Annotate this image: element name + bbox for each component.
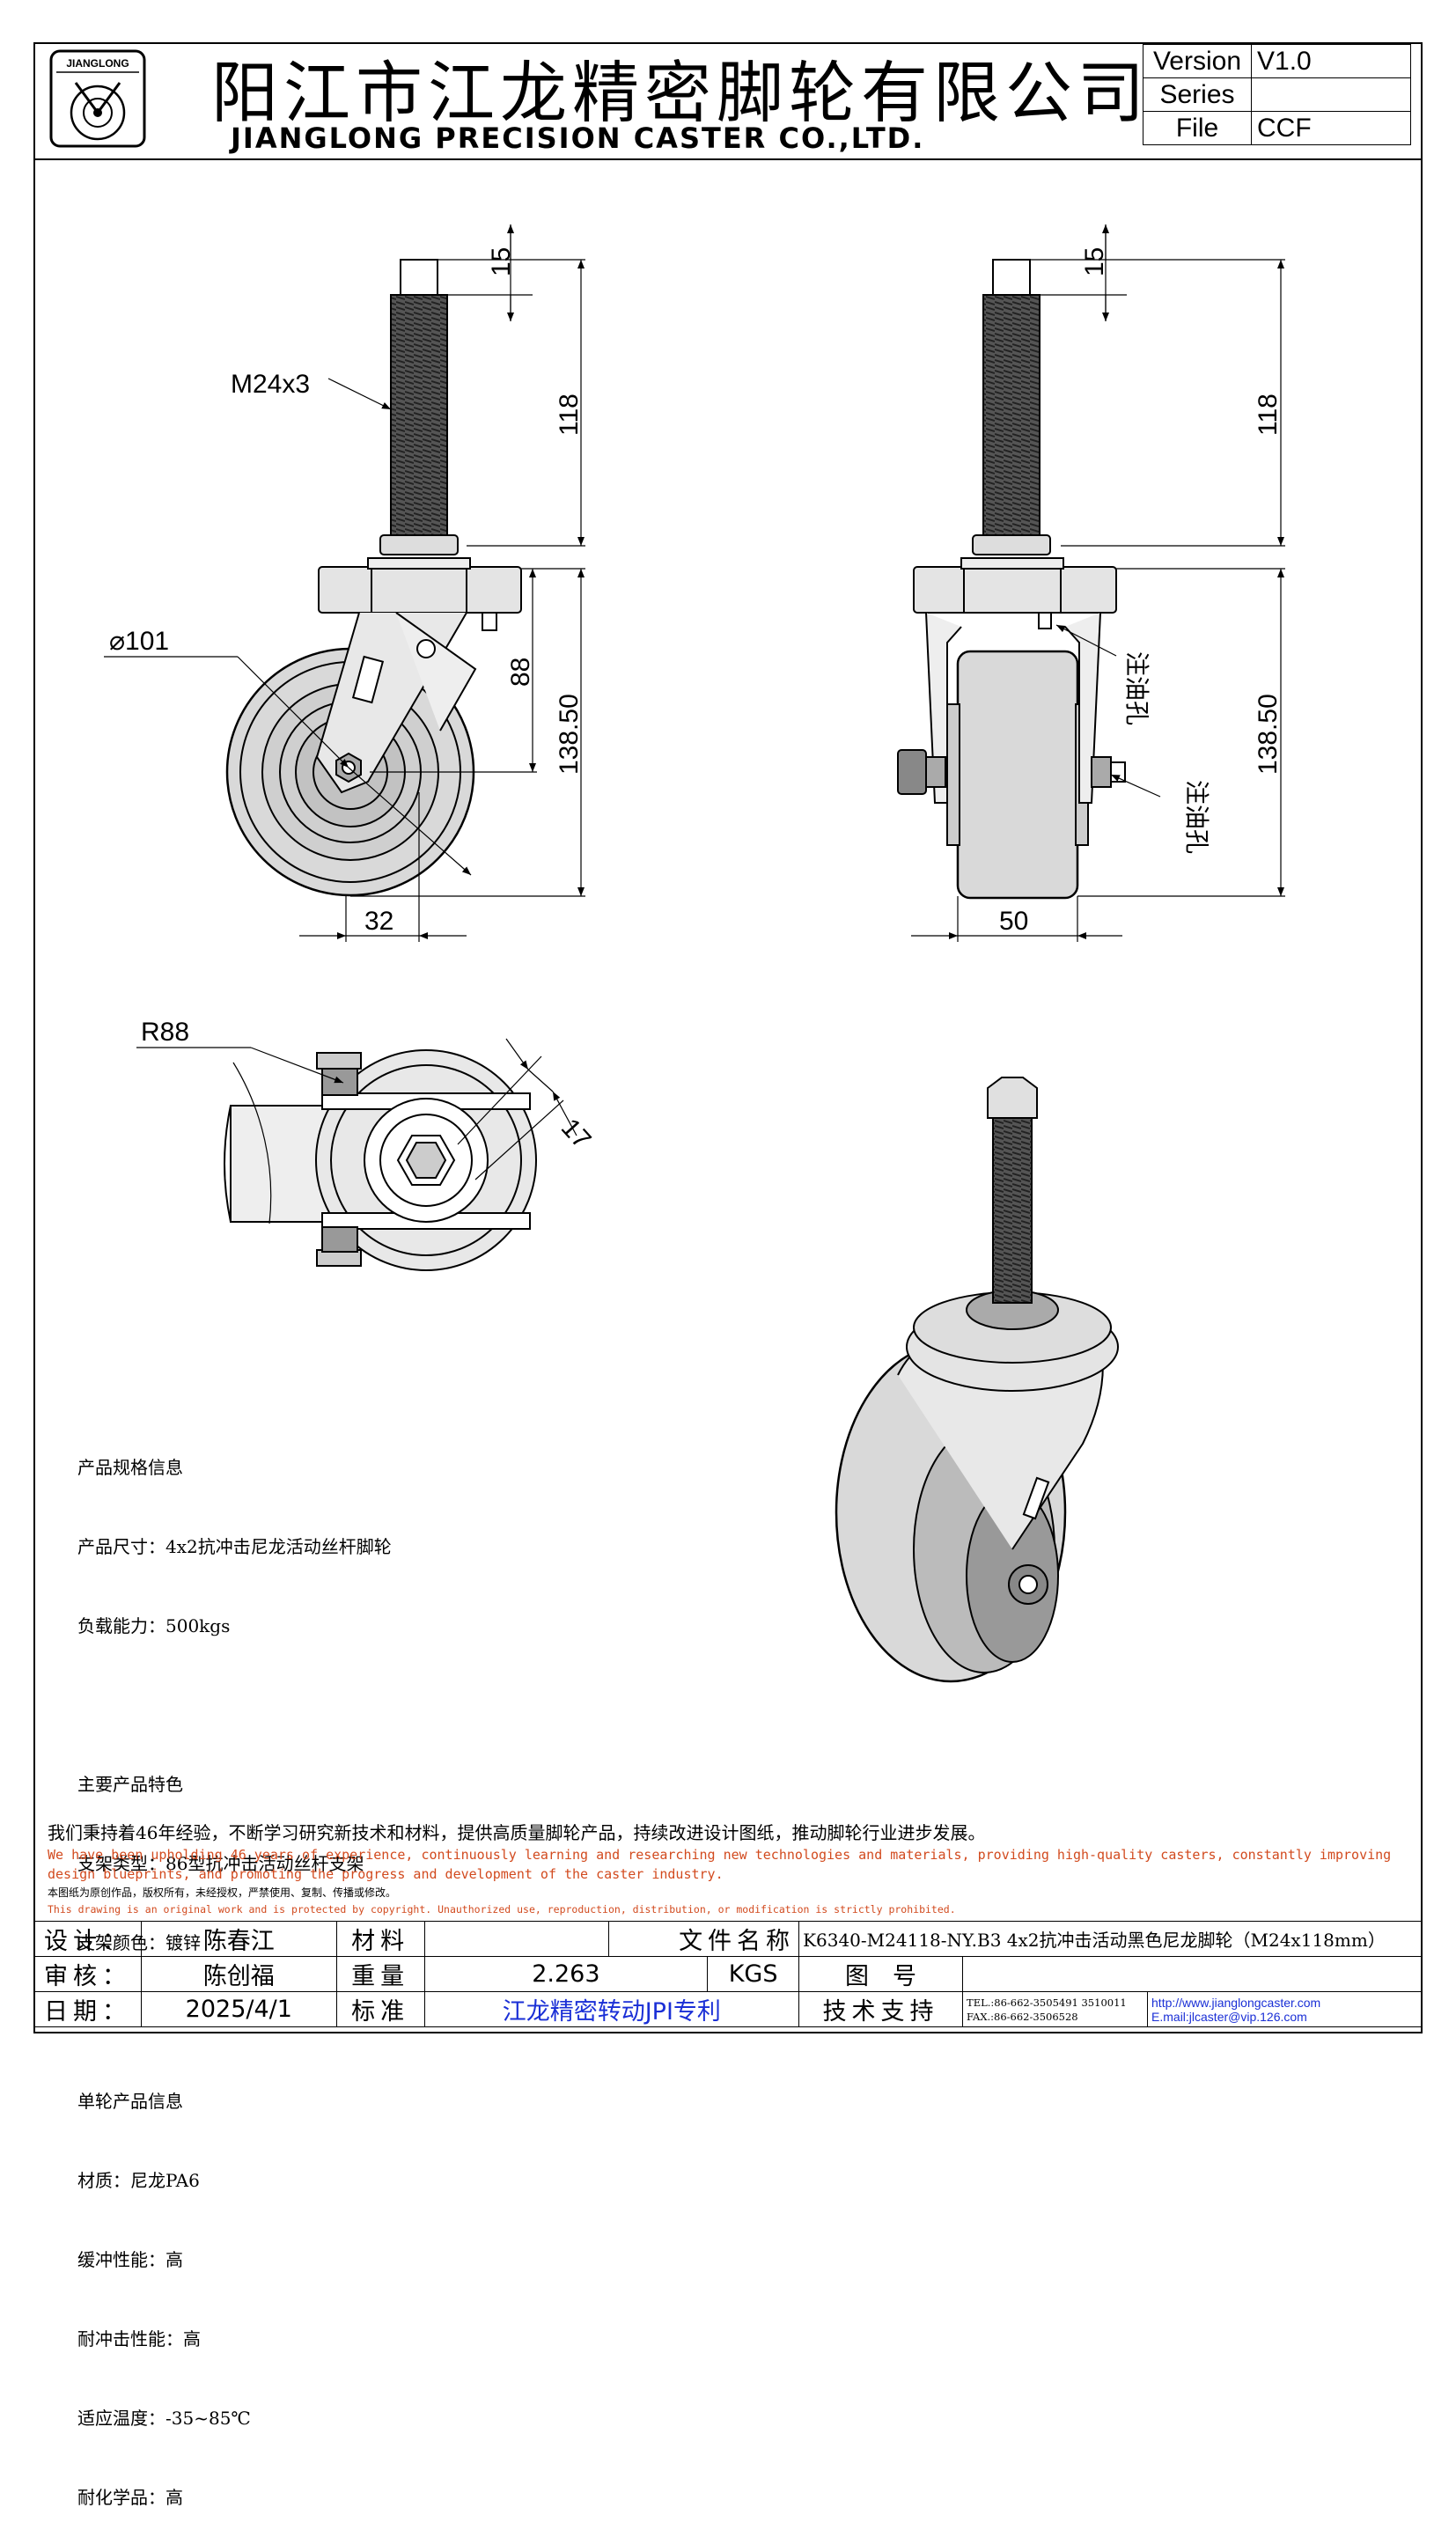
grease-hole-label-2: 注油孔 xyxy=(1182,780,1211,854)
filename-value: K6340-M24118-NY.B3 4x2抗冲击活动黑色尼龙脚轮（M24x11… xyxy=(798,1921,1423,1957)
spec-material: 材质：尼龙PA6 xyxy=(77,2170,200,2191)
spec-bracket-type: 支架类型：86型抗冲击活动丝杆支架 xyxy=(77,1853,364,1874)
spec-section3-title: 单轮产品信息 xyxy=(77,2091,183,2112)
reviewer-name: 陈创福 xyxy=(140,1956,337,1992)
dim-hex-size: 17 xyxy=(555,1114,597,1155)
date-value: 2025/4/1 xyxy=(140,1991,337,2027)
dim-swivel-radius: R88 xyxy=(141,1018,189,1047)
filename-label: 文件名称 xyxy=(608,1921,800,1957)
dim-side-thread-length: 118 xyxy=(1254,393,1283,436)
front-view xyxy=(104,224,585,942)
dim-wheel-width: 50 xyxy=(999,907,1028,936)
dim-wheel-diameter: ⌀101 xyxy=(109,627,169,656)
standard-value: 江龙精密转动JPI专利 xyxy=(423,1991,800,2027)
dim-thread-spec: M24x3 xyxy=(231,370,310,399)
spec-cushion: 缓冲性能：高 xyxy=(77,2249,183,2270)
copyright-cn: 本图纸为原创作品，版权所有，未经授权，严禁使用、复制、传播或修改。 xyxy=(48,1886,397,1899)
material-label: 材料 xyxy=(335,1921,425,1957)
spec-load: 负载能力：500kgs xyxy=(77,1615,231,1636)
file-label: File xyxy=(1143,111,1252,145)
version-label: Version xyxy=(1143,44,1252,78)
dim-side-top-hex: 15 xyxy=(1080,247,1109,276)
spec-chemical: 耐化学品：高 xyxy=(77,2487,183,2508)
design-label: 设计： xyxy=(33,1921,142,1957)
isometric-view xyxy=(835,1077,1119,1683)
support-label: 技术支持 xyxy=(798,1991,964,2027)
company-logo: JIANGLONG xyxy=(49,49,146,148)
version-table: Version V1.0 Series File CCF xyxy=(1143,44,1411,145)
weight-label: 重量 xyxy=(335,1956,425,1992)
dim-side-total-height: 138.50 xyxy=(1254,694,1283,775)
drawing-frame xyxy=(33,42,1423,2033)
dim-front-top-hex: 15 xyxy=(487,247,516,276)
company-name-cn: 阳江市江龙精密脚轮有限公司 xyxy=(211,54,1150,132)
contact-web: http://www.jianglongcaster.com E.mail:jl… xyxy=(1147,1991,1423,2027)
slogan-block: 我们秉持着46年经验，不断学习研究新技术和材料，提供高质量脚轮产品，持续改进设计… xyxy=(48,1820,1421,1917)
tel: TEL.:86-662-3505491 3510011 xyxy=(967,1996,1127,2009)
designer-name: 陈春江 xyxy=(140,1921,337,1957)
drawing-no-value xyxy=(962,1956,1423,1992)
top-view xyxy=(136,1038,577,1271)
slogan-en: We have been upholding 46 years of exper… xyxy=(48,1847,1392,1882)
grease-hole-label-1: 注油孔 xyxy=(1122,651,1151,725)
company-name-en: JIANGLONG PRECISION CASTER CO.,LTD. xyxy=(231,121,925,155)
version-value: V1.0 xyxy=(1251,44,1411,78)
series-value xyxy=(1251,77,1411,112)
logo-text: JIANGLONG xyxy=(66,57,129,70)
header-separator xyxy=(33,158,1423,160)
contact-phone: TEL.:86-662-3505491 3510011 FAX.:86-662-… xyxy=(962,1991,1149,2027)
spec-section2-title: 主要产品特色 xyxy=(77,1774,183,1795)
spec-size: 产品尺寸：4x2抗冲击尼龙活动丝杆脚轮 xyxy=(77,1536,392,1557)
material-value xyxy=(423,1921,610,1957)
title-block: 设计： 陈春江 材料 文件名称 K6340-M24118-NY.B3 4x2抗冲… xyxy=(33,1921,1423,2027)
standard-label: 标准 xyxy=(335,1991,425,2027)
series-label: Series xyxy=(1143,77,1252,112)
spec-impact: 耐冲击性能：高 xyxy=(77,2328,201,2349)
spec-section1-title: 产品规格信息 xyxy=(77,1457,183,1478)
side-view xyxy=(897,224,1285,942)
technical-drawing: 15 118 M24x3 ⌀101 88 138.50 32 15 118 13… xyxy=(104,224,1285,1683)
file-value: CCF xyxy=(1251,111,1411,145)
dim-front-thread-length: 118 xyxy=(555,393,584,436)
dim-swivel-offset: 32 xyxy=(364,907,393,936)
dim-front-total-height: 138.50 xyxy=(555,694,584,775)
date-label: 日期： xyxy=(33,1991,142,2027)
email-link[interactable]: E.mail:jlcaster@vip.126.com xyxy=(1151,2009,1307,2024)
review-label: 审核： xyxy=(33,1956,142,1992)
weight-value: 2.263 xyxy=(423,1956,709,1992)
weight-unit: KGS xyxy=(707,1956,800,1992)
dim-offset-88: 88 xyxy=(506,658,535,687)
website-link[interactable]: http://www.jianglongcaster.com xyxy=(1151,1995,1321,2010)
spec-temperature: 适应温度：-35~85℃ xyxy=(77,2408,251,2429)
drawing-no-label: 图 号 xyxy=(798,1956,964,1992)
copyright-en: This drawing is an original work and is … xyxy=(48,1903,956,1916)
fax: FAX.:86-662-3506528 xyxy=(967,2010,1078,2023)
slogan-cn: 我们秉持着46年经验，不断学习研究新技术和材料，提供高质量脚轮产品，持续改进设计… xyxy=(48,1822,986,1843)
